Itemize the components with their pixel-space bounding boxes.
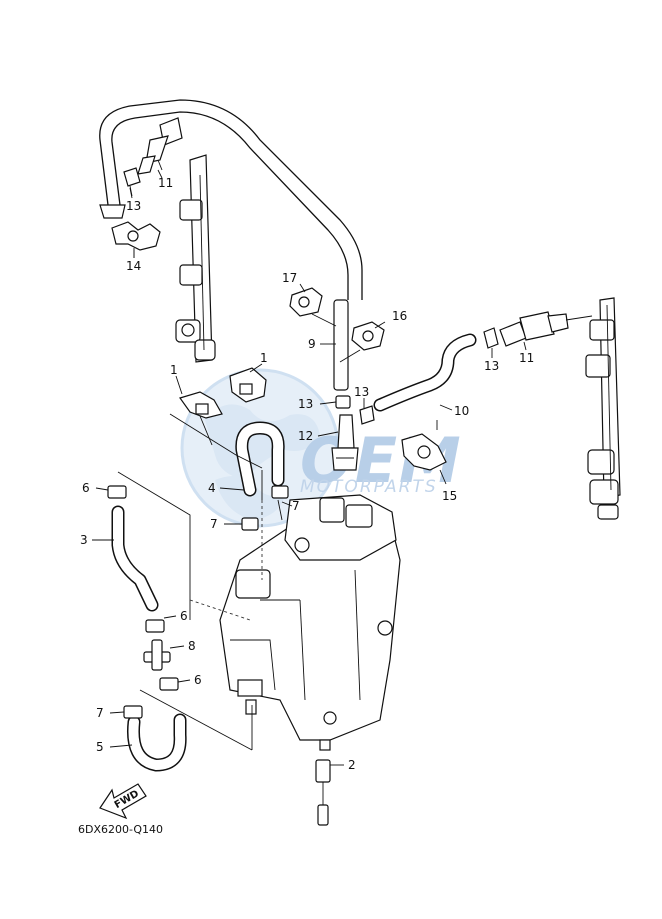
fuel-hose-4: [235, 421, 285, 497]
vapor-separator: [219, 494, 401, 751]
callout-7-upper: 7: [292, 499, 300, 513]
callout-6-lower: 6: [194, 673, 202, 687]
hose-clip-6-upper: [107, 485, 127, 499]
reference-lines: [117, 413, 438, 751]
callout-9: 9: [308, 337, 316, 351]
fuel-rail-right: [585, 297, 621, 520]
callout-labels: 11 13 14 17 16 9 13 11 10 13 13 12 15 1 …: [80, 176, 534, 772]
long-fuel-hose: [99, 99, 363, 300]
callout-13-center-left: 13: [298, 397, 313, 411]
watermark: OEM MOTORPARTS: [180, 368, 461, 528]
callout-13-upper: 13: [126, 199, 141, 213]
hose-clip-upper-left: [123, 167, 141, 197]
hose-holder-1-left: [179, 391, 223, 419]
diagram-code: 6DX6200-Q140: [78, 823, 163, 836]
hose-holder-1-right: [229, 367, 267, 403]
callout-1-right: 1: [260, 351, 268, 365]
fuel-filter-12: [331, 414, 359, 471]
callout-12: 12: [298, 429, 313, 443]
hose-clip-right: [483, 327, 499, 349]
callout-7-lower: 7: [96, 706, 104, 720]
callout-1-left: 1: [170, 363, 178, 377]
fuel-hose-9: [333, 299, 349, 391]
callout-15: 15: [442, 489, 457, 503]
callout-2: 2: [348, 758, 356, 772]
callout-4: 4: [208, 481, 216, 495]
callout-17: 17: [282, 271, 297, 285]
callout-3: 3: [80, 533, 88, 547]
callout-6-middle: 6: [180, 609, 188, 623]
callout-7-middle: 7: [210, 517, 218, 531]
callout-11-right: 11: [519, 351, 534, 365]
hose-holder-16: [351, 321, 385, 351]
fuel-hose-3: [111, 505, 159, 612]
t-joint-8: [143, 639, 171, 671]
leader-lines: [92, 169, 527, 766]
hose-clip-7-upper: [271, 485, 289, 499]
callout-11-upper: 11: [158, 176, 173, 190]
quick-connector-upper-left: [137, 117, 183, 175]
fuel-hose-5: [126, 713, 187, 772]
callout-13-right: 13: [484, 359, 499, 373]
callout-8: 8: [188, 639, 196, 653]
hose-clip-7-middle: [241, 517, 259, 531]
hose-clip-7-lower: [123, 705, 143, 719]
hose-holder-upper-left: [111, 221, 161, 258]
callout-6-upper: 6: [82, 481, 90, 495]
hose-clip-6-lower: [159, 677, 179, 691]
watermark-subtitle: MOTORPARTS: [300, 477, 438, 497]
callout-10: 10: [454, 404, 469, 418]
hose-clip-6-middle: [145, 619, 165, 633]
callout-16: 16: [392, 309, 407, 323]
fuel-hose-10: [373, 333, 477, 412]
forward-arrow: FWD: [99, 783, 147, 820]
hose-clip-center: [335, 395, 375, 425]
callout-5: 5: [96, 740, 104, 754]
callout-13-center: 13: [354, 385, 369, 399]
callout-14: 14: [126, 259, 141, 273]
hose-holder-15: [401, 433, 447, 471]
quick-connector-right: [499, 311, 593, 347]
drain-hose-2: [315, 759, 331, 826]
fuel-rail-left: [175, 154, 216, 363]
hose-holder-17: [289, 287, 323, 317]
